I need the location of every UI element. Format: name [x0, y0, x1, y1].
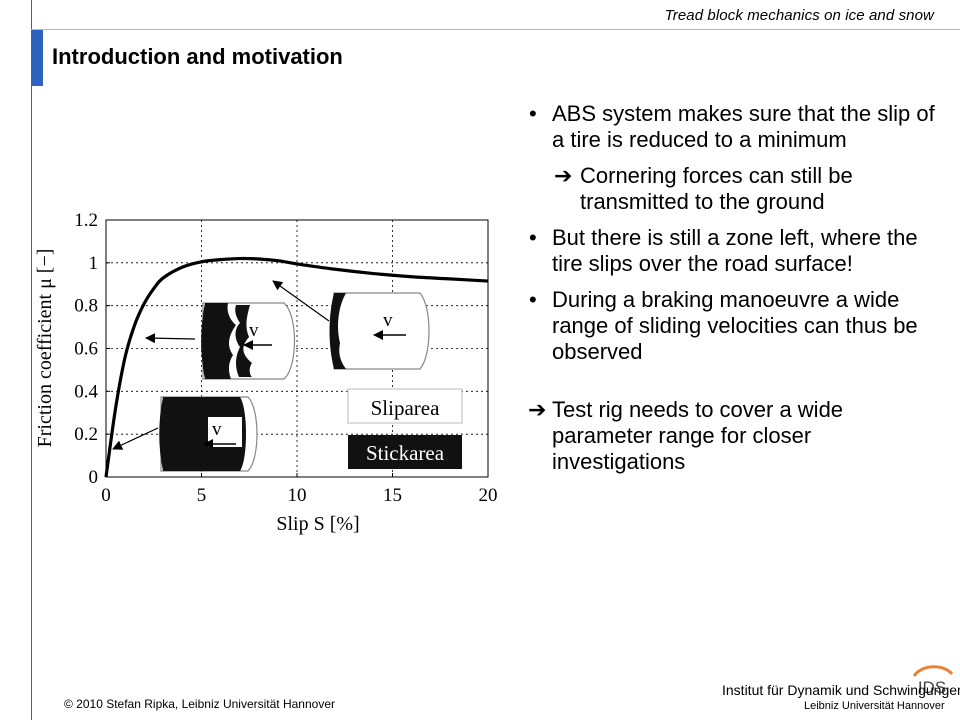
y-axis-label: Friction coefficient μ [−]: [34, 249, 56, 448]
velocity-label: v: [383, 310, 393, 331]
legend-sliparea: Sliparea: [371, 396, 440, 420]
conclusion-item: ➔ Test rig needs to cover a wide paramet…: [526, 397, 946, 475]
tread-sketch-high-slip: v: [329, 292, 430, 370]
x-tick-label: 5: [197, 485, 207, 506]
bullet-item-abs: • ABS system makes sure that the slip of…: [526, 101, 946, 153]
velocity-label: v: [212, 419, 222, 440]
chart-legend: Sliparea Stickarea: [347, 388, 463, 469]
tread-sketch-low-slip: v: [159, 396, 258, 472]
institute-name: Institut für Dynamik und Schwingungen: [722, 682, 960, 698]
arrow-icon: ➔: [554, 163, 573, 188]
y-tick-label: 0.2: [74, 424, 98, 445]
header-divider: [31, 29, 960, 30]
velocity-label: v: [249, 320, 259, 341]
ids-logo-mark: IDS: [912, 665, 954, 696]
y-tick-label: 0.6: [74, 339, 98, 360]
chart-tick-labels: 0 5 10 15 20 0 0.2 0.4 0.6 0.8 1 1.2: [74, 210, 497, 506]
friction-curve: [104, 256, 489, 478]
left-vertical-rule: [31, 0, 32, 720]
conclusion-text: Test rig needs to cover a wide parameter…: [552, 397, 844, 474]
bullet-text: But there is still a zone left, where th…: [552, 225, 918, 276]
x-tick-label: 0: [101, 485, 111, 506]
y-tick-label: 0.8: [74, 296, 98, 317]
tread-sketch-mid-slip: v: [201, 302, 296, 380]
x-tick-label: 20: [479, 485, 498, 506]
arrow-icon: ➔: [528, 397, 547, 422]
y-tick-label: 1: [89, 253, 99, 274]
pointer-arrow-peak: [272, 280, 330, 322]
y-tick-label: 1.2: [74, 210, 98, 231]
x-axis-label: Slip S [%]: [276, 513, 359, 535]
university-name: Leibniz Universität Hannover: [804, 700, 945, 712]
bullet-item-braking: • During a braking manoeuvre a wide rang…: [526, 287, 946, 365]
bullet-text: ABS system makes sure that the slip of a…: [552, 101, 935, 152]
legend-stickarea: Stickarea: [366, 441, 445, 465]
title-accent-bar: [31, 30, 43, 86]
y-tick-label: 0: [89, 467, 99, 488]
y-tick-label: 0.4: [74, 381, 98, 402]
footer-copyright: © 2010 Stefan Ripka, Leibniz Universität…: [64, 697, 335, 711]
pointer-arrow-low: [112, 427, 159, 450]
friction-slip-figure: 0 5 10 15 20 0 0.2 0.4 0.6 0.8 1 1.2 v v v Sliparea…: [34, 210, 498, 535]
bullet-marker: •: [529, 101, 537, 126]
bullet-marker: •: [529, 225, 537, 250]
bullet-text: During a braking manoeuvre a wide range …: [552, 287, 918, 364]
slide-title: Introduction and motivation: [52, 44, 343, 69]
bullet-list: • ABS system makes sure that the slip of…: [526, 101, 946, 475]
document-title: Tread block mechanics on ice and snow: [664, 7, 934, 24]
x-tick-label: 15: [383, 485, 402, 506]
arrow-item-text: Cornering forces can still be transmitte…: [580, 163, 853, 214]
ids-logo: IDS Institut für Dynamik und Schwingunge…: [720, 660, 960, 718]
ids-logo-text: IDS: [918, 678, 946, 696]
bullet-marker: •: [529, 287, 537, 312]
bullet-item-slip-zone: • But there is still a zone left, where …: [526, 225, 946, 277]
pointer-arrow-mid: [145, 333, 196, 344]
x-tick-label: 10: [288, 485, 307, 506]
arrow-item-cornering: ➔ Cornering forces can still be transmit…: [526, 163, 946, 215]
